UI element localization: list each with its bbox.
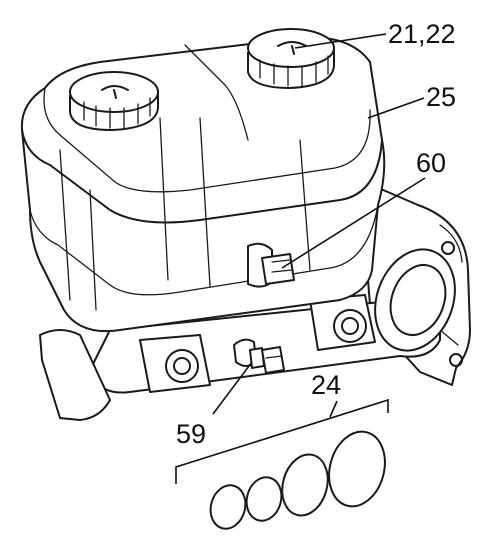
reservoir-cap-rear: [247, 28, 335, 89]
leader-pressure-sensor: [212, 361, 253, 415]
leader-seal-kit: [329, 400, 338, 418]
pressure-sensor: [233, 338, 285, 374]
leader-reservoir: [367, 97, 425, 119]
seal-ring-4: [328, 430, 386, 508]
leader-fluid-level-sensor: [281, 177, 426, 269]
leader-caps: [294, 33, 387, 49]
seal-kit-bracket: [175, 398, 389, 484]
reservoir-cap-front: [69, 71, 159, 131]
callout-reservoir: 25: [426, 82, 456, 112]
callout-seal-kit: 24: [311, 370, 341, 400]
callout-caps: 21,22: [388, 19, 456, 49]
callout-pressure-sensor: 59: [176, 419, 206, 449]
outlet-port-front: [139, 334, 211, 393]
seal-ring-2: [245, 476, 283, 522]
callout-fluid-level-sensor: 60: [416, 148, 446, 178]
fluid-level-sensor: [247, 242, 295, 288]
seal-ring-3: [281, 453, 329, 517]
seal-ring-1: [209, 484, 247, 530]
